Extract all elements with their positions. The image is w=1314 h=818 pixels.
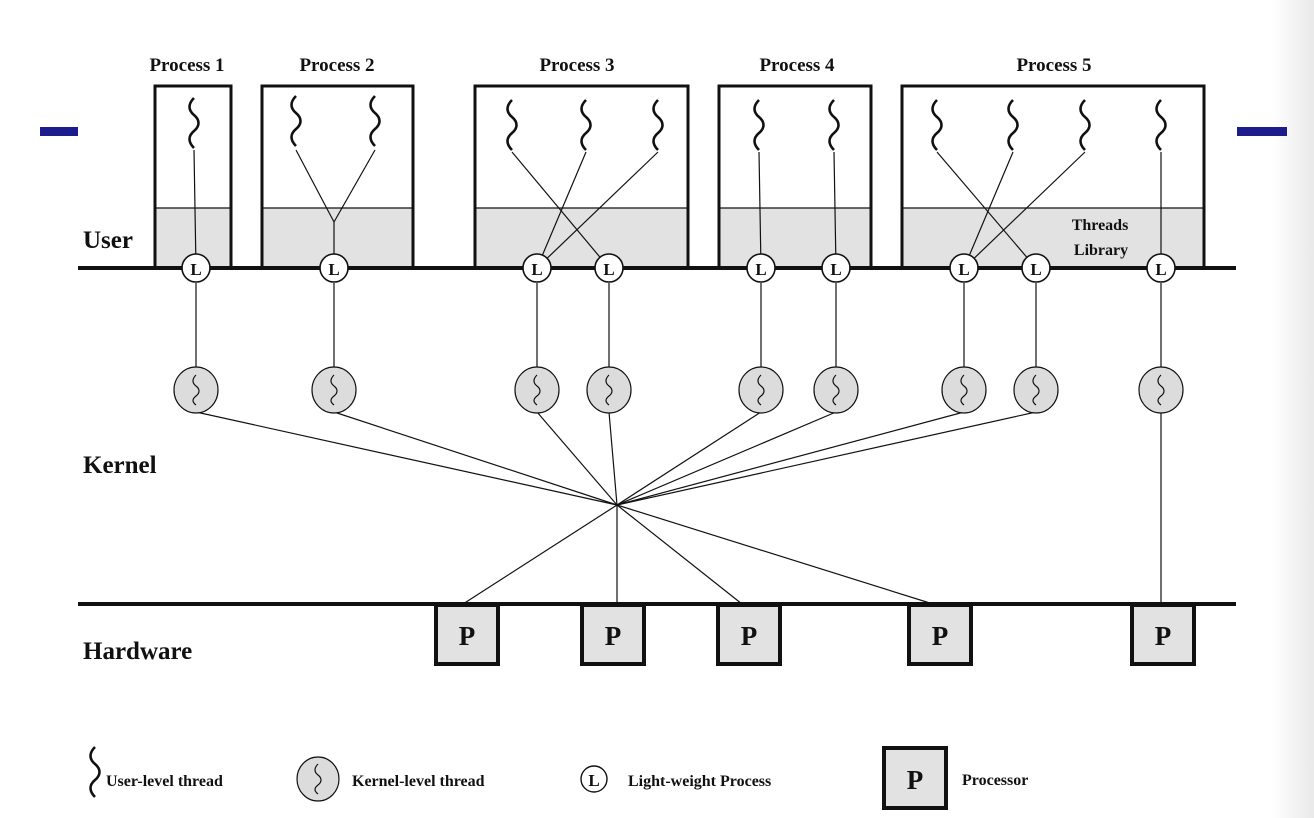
processor-symbol: P [605, 621, 622, 651]
legend-processor: P Processor [882, 746, 1028, 810]
lwp-circle: L [1146, 253, 1176, 283]
kernel-thread [813, 366, 859, 414]
lwp-symbol: L [1030, 260, 1041, 279]
process-1-title: Process 1 [149, 55, 224, 76]
lwp-circle: L [181, 253, 211, 283]
hardware-layer-label: Hardware [83, 638, 192, 665]
process-4-title: Process 4 [759, 55, 835, 76]
lwp-symbol: L [190, 260, 201, 279]
processor-symbol: P [932, 621, 949, 651]
lwp-symbol: L [1155, 260, 1166, 279]
lwp-symbol: L [603, 260, 614, 279]
processor: P [434, 603, 500, 666]
process-3-title: Process 3 [539, 55, 614, 76]
user-thread-icons [188, 94, 1167, 152]
legend-user-thread-label: User-level thread [106, 773, 223, 790]
process-5-title: Process 5 [1016, 55, 1091, 76]
kernel-thread [941, 366, 987, 414]
lwp-circle: L [522, 253, 552, 283]
lwp-symbol: L [755, 260, 766, 279]
kernel-thread [586, 366, 632, 414]
kernel-thread [1138, 366, 1184, 414]
right-edge-shade [1272, 0, 1314, 818]
kernel-thread [514, 366, 560, 414]
legend-kernel-thread: Kernel-level thread [296, 756, 485, 802]
user-layer-label: User [83, 227, 133, 254]
kernel-thread [1013, 366, 1059, 414]
legend-user-thread: User-level thread [89, 745, 223, 799]
lwp-symbol: L [588, 771, 599, 790]
lwp-circle: L [821, 253, 851, 283]
lwp-symbol: L [328, 260, 339, 279]
lwp-circle: L [1021, 253, 1051, 283]
processor-symbol: P [1155, 621, 1172, 651]
process-3-library [475, 208, 688, 268]
legend-kernel-thread-label: Kernel-level thread [352, 773, 485, 790]
kernel-layer-label: Kernel [83, 452, 157, 479]
legend: User-level thread Kernel-level thread L … [89, 745, 1028, 810]
kernel-thread [738, 366, 784, 414]
legend-lwp-label: Light-weight Process [628, 773, 771, 790]
processor: P [907, 603, 973, 666]
lwp-circles: L L L L L L L L L [181, 253, 1176, 283]
process-4-library [719, 208, 871, 268]
lwp-circle: L [594, 253, 624, 283]
kernel-thread-icons [173, 366, 1184, 414]
processor-symbol: P [741, 621, 758, 651]
legend-lwp: L Light-weight Process [580, 765, 771, 793]
lwp-symbol: L [830, 260, 841, 279]
threads-library-label: Threads Library [1072, 217, 1133, 259]
processor-symbol: P [907, 765, 924, 795]
lwp-symbol: L [531, 260, 542, 279]
legend-processor-label: Processor [962, 772, 1028, 789]
processor: P [716, 603, 782, 666]
right-accent-bar [1237, 127, 1287, 136]
processor-symbol: P [459, 621, 476, 651]
processors: P P P P P [434, 603, 1196, 666]
kernel-thread [173, 366, 219, 414]
left-accent-bar [40, 127, 78, 136]
kernel-thread [311, 366, 357, 414]
lwp-circle: L [319, 253, 349, 283]
processor: P [1130, 603, 1196, 666]
lwp-symbol: L [958, 260, 969, 279]
process-2-title: Process 2 [299, 55, 374, 76]
processor: P [580, 603, 646, 666]
lwp-circle: L [746, 253, 776, 283]
lwp-circle: L [949, 253, 979, 283]
